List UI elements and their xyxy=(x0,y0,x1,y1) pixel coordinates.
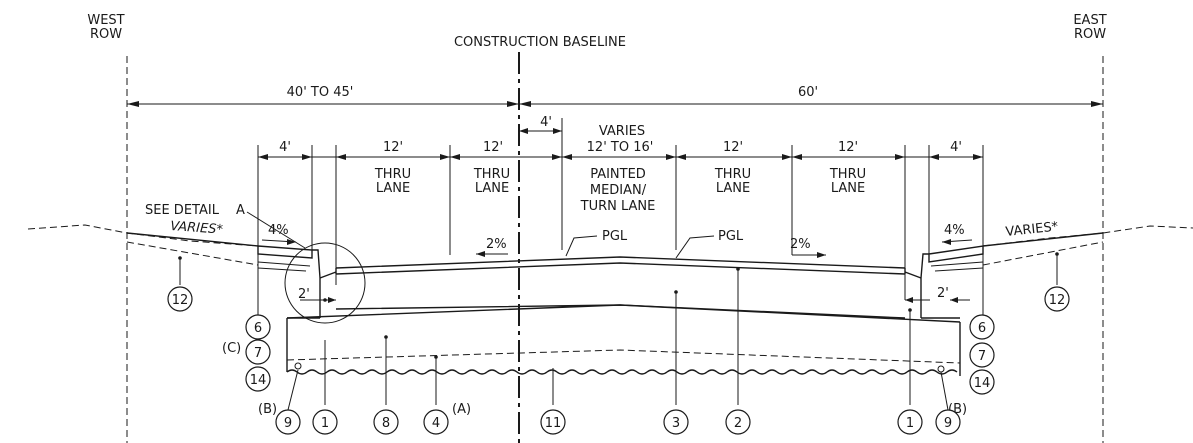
svg-text:8: 8 xyxy=(382,416,390,431)
callout-11: 11 xyxy=(540,409,566,435)
base-layer xyxy=(287,278,960,319)
callout-2: 2 xyxy=(725,409,751,435)
east-width-dimension: 60' xyxy=(798,85,818,100)
east-sidewalk xyxy=(904,245,984,279)
overall-dimension xyxy=(127,101,1103,107)
note-a: (A) xyxy=(452,402,471,417)
callout-14-west: 14 xyxy=(245,366,271,392)
median-range-dimension: 12' TO 16' xyxy=(587,140,654,155)
svg-text:9: 9 xyxy=(944,416,952,431)
svg-text:14: 14 xyxy=(250,373,267,388)
leader-dots xyxy=(178,252,1059,359)
svg-text:6: 6 xyxy=(978,321,986,336)
east-row-label-1: EAST xyxy=(1073,13,1106,28)
west-lane2-label-1: THRU xyxy=(473,167,510,182)
callout-12-west: 12 xyxy=(167,286,193,312)
median-offset-dimension: 4' xyxy=(540,115,552,130)
detail-a-circle xyxy=(284,242,366,324)
svg-text:2: 2 xyxy=(734,416,742,431)
detail-letter: A xyxy=(236,203,245,218)
west-row-label-1: WEST xyxy=(87,13,124,28)
west-lane2-dimension: 12' xyxy=(483,140,503,155)
west-row-label-2: ROW xyxy=(90,27,122,42)
svg-text:14: 14 xyxy=(974,376,991,391)
median-label-2: MEDIAN/ xyxy=(590,183,647,198)
svg-text:1: 1 xyxy=(321,416,329,431)
leaders xyxy=(179,254,1058,411)
svg-text:12: 12 xyxy=(1049,293,1066,308)
median-label-1: PAINTED xyxy=(590,167,646,182)
pgl-label-1: PGL xyxy=(602,229,628,244)
west-sidewalk-slope: 4% xyxy=(268,223,289,238)
svg-text:3: 3 xyxy=(672,416,680,431)
east-lane2-dimension: 12' xyxy=(838,140,858,155)
east-sidewalk-slope: 4% xyxy=(944,223,965,238)
west-lane1-dimension: 12' xyxy=(383,140,403,155)
callout-1-west: 1 xyxy=(312,409,338,435)
callout-8: 8 xyxy=(373,409,399,435)
west-pavement-slope: 2% xyxy=(486,237,507,252)
west-sidewalk-dimension: 4' xyxy=(279,140,291,155)
east-row-label-2: ROW xyxy=(1074,27,1106,42)
east-lane2-label-2: LANE xyxy=(831,181,865,196)
west-width-dimension: 40' TO 45' xyxy=(287,85,354,100)
east-pavement-slope: 2% xyxy=(790,237,811,252)
svg-text:9: 9 xyxy=(284,416,292,431)
callout-9-east: 9 xyxy=(935,409,961,435)
callout-12-east: 12 xyxy=(1044,286,1070,312)
east-lane1-label-2: LANE xyxy=(716,181,750,196)
pgl-label-2: PGL xyxy=(718,229,744,244)
svg-text:11: 11 xyxy=(545,416,562,431)
west-lane1-label-1: THRU xyxy=(374,167,411,182)
svg-text:12: 12 xyxy=(172,293,189,308)
east-gutter-dimension: 2' xyxy=(937,286,949,301)
callout-4: 4 xyxy=(423,409,449,435)
callout-14-east: 14 xyxy=(969,369,995,395)
svg-text:7: 7 xyxy=(978,349,986,364)
row-lines xyxy=(126,56,1104,443)
east-lane2-label-1: THRU xyxy=(829,167,866,182)
callout-7-west: 7 xyxy=(245,339,271,365)
west-varies-label: VARIES* xyxy=(170,219,224,238)
east-sidewalk-dimension: 4' xyxy=(950,140,962,155)
east-lane1-label-1: THRU xyxy=(714,167,751,182)
callout-7-east: 7 xyxy=(969,342,995,368)
extension-lines xyxy=(257,118,984,318)
svg-text:6: 6 xyxy=(254,321,262,336)
see-detail-label: SEE DETAIL xyxy=(145,203,220,218)
construction-baseline-label: CONSTRUCTION BASELINE xyxy=(454,35,626,50)
note-c: (C) xyxy=(222,341,241,356)
pavement xyxy=(335,256,906,275)
lane-dimension xyxy=(258,128,983,160)
note-b-west: (B) xyxy=(258,402,277,417)
east-lane1-dimension: 12' xyxy=(723,140,743,155)
svg-text:7: 7 xyxy=(254,346,262,361)
median-label-3: TURN LANE xyxy=(580,199,656,214)
west-lane2-label-2: LANE xyxy=(475,181,509,196)
east-varies-label: VARIES* xyxy=(1005,219,1060,239)
svg-text:4: 4 xyxy=(432,416,440,431)
west-gutter-dimension: 2' xyxy=(298,287,310,302)
callout-3: 3 xyxy=(663,409,689,435)
svg-text:1: 1 xyxy=(906,416,914,431)
callout-6-east: 6 xyxy=(969,314,995,340)
west-sidewalk xyxy=(257,245,337,279)
callout-6-west: 6 xyxy=(245,314,271,340)
subgrade xyxy=(286,304,961,376)
side-slopes xyxy=(126,232,1104,266)
west-lane1-label-2: LANE xyxy=(376,181,410,196)
callout-1-east: 1 xyxy=(897,409,923,435)
callout-9-west: 9 xyxy=(275,409,301,435)
median-varies-label: VARIES xyxy=(599,124,645,139)
